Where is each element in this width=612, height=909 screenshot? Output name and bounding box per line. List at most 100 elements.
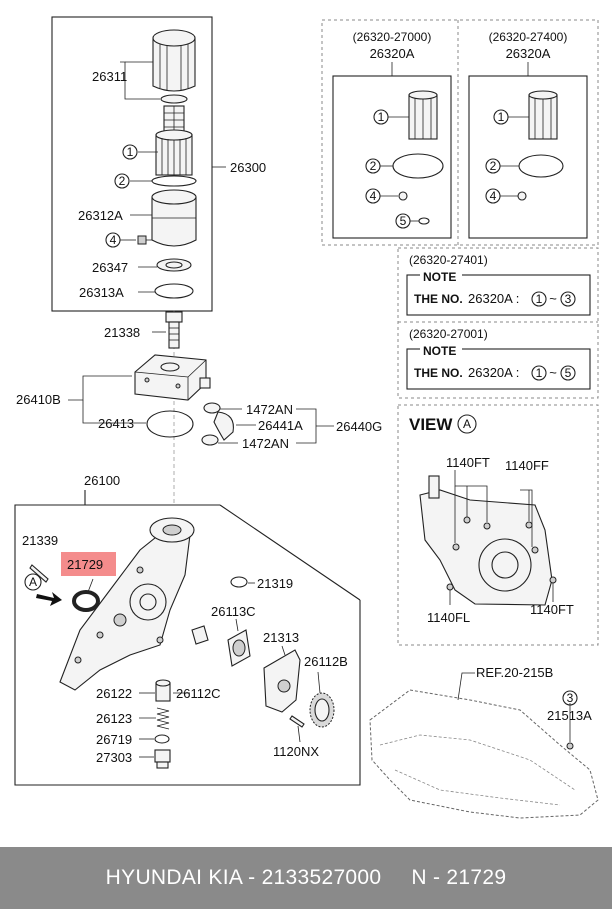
label-26113C-text: 26113C <box>211 604 256 619</box>
parts-diagram: 26311 26300 26312A 26347 26313A 1 2 4 (2… <box>14 16 599 819</box>
kit1-washer <box>398 191 408 201</box>
label-21338: 21338 <box>104 325 140 340</box>
label-26312A: 26312A <box>78 208 123 223</box>
kit2-oring <box>518 154 564 178</box>
gasket-26719 <box>154 734 170 744</box>
label-26300: 26300 <box>230 160 266 175</box>
label-26441A: 26441A <box>258 418 303 433</box>
svg-text:4: 4 <box>110 233 117 247</box>
kit2-washer <box>517 191 527 201</box>
note1-part: 26320A : <box>468 291 519 306</box>
kit1-code: (26320-27000) <box>353 30 432 44</box>
label-1140FT-top: 1140FT <box>446 455 490 470</box>
note2-to: 5 <box>565 366 572 380</box>
svg-text:A: A <box>29 575 37 589</box>
label-26410B: 26410B <box>16 392 61 407</box>
note2-from: 1 <box>536 366 543 380</box>
arrow-a-view: A <box>24 573 62 606</box>
svg-text:2: 2 <box>490 159 497 173</box>
oring-21319 <box>230 576 248 588</box>
pump-cover-view <box>419 475 557 606</box>
kit1-small-oring <box>418 217 430 225</box>
callout-1: 1 <box>122 144 138 160</box>
gear-26112B <box>309 692 335 728</box>
kit2-callout-4: 4 <box>485 188 501 204</box>
label-ref: REF.20-215B <box>476 665 553 680</box>
note2-frame <box>406 348 591 390</box>
plug-27303 <box>154 749 171 769</box>
seal-21729 <box>72 590 100 612</box>
kit1-callout-2: 2 <box>365 158 381 174</box>
label-1140FT-bottom: 1140FT <box>530 602 574 617</box>
note1-title: NOTE <box>423 270 456 284</box>
bolt-1120NX <box>289 715 305 728</box>
label-26112B: 26112B <box>304 654 348 669</box>
svg-text:1: 1 <box>378 110 385 124</box>
callout-4: 4 <box>105 232 121 248</box>
kit1-oring <box>392 153 444 179</box>
filter-housing-26312A <box>151 189 197 247</box>
label-26313A: 26313A <box>79 285 124 300</box>
pin-21339 <box>29 564 49 583</box>
label-1472AN-a: 1472AN <box>246 402 293 417</box>
footer-bar: HYUNDAI KIA - 2133527000 N - 21729 <box>0 847 612 909</box>
kit1-part: 26320A <box>370 46 415 61</box>
label-27303: 27303 <box>96 750 132 765</box>
svg-text:2: 2 <box>370 159 377 173</box>
view-circle: A <box>463 417 471 431</box>
label-1140FL: 1140FL <box>427 610 470 625</box>
view-title: VIEW <box>409 415 453 434</box>
oil-pan-ref: REF.20-215B 3 21513A <box>369 665 599 819</box>
note1-tilde: ~ <box>549 291 557 306</box>
cap-oring <box>160 94 188 104</box>
footer-text: HYUNDAI KIA - 2133527000 <box>105 866 382 889</box>
bolt-21338 <box>165 311 183 349</box>
plunger-26122 <box>155 679 171 702</box>
note1-to: 3 <box>565 292 572 306</box>
note2-part: 26320A : <box>468 365 519 380</box>
notes-section: (26320-27401) NOTE THE NO. 26320A : 1 ~ … <box>397 247 599 399</box>
kit1-callout-1: 1 <box>373 109 389 125</box>
pump-housing <box>59 517 195 691</box>
oil-filter-frame <box>51 16 213 312</box>
label-21729: 21729 <box>67 557 103 572</box>
plug-21513A <box>566 742 574 750</box>
svg-text:4: 4 <box>490 189 497 203</box>
svg-text:4: 4 <box>370 189 377 203</box>
kit1-frame <box>332 75 452 239</box>
kit2-frame <box>468 75 588 239</box>
note1-frame <box>406 274 591 316</box>
note2-title: NOTE <box>423 344 456 358</box>
kit-section: (26320-27000) 26320A 1 2 4 5 (26320-2740… <box>321 19 599 246</box>
kit2-code: (26320-27400) <box>489 30 568 44</box>
label-1472AN-b: 1472AN <box>242 436 289 451</box>
oring-26413 <box>146 410 194 438</box>
label-1120NX: 1120NX <box>273 744 319 759</box>
svg-text:2: 2 <box>119 174 126 188</box>
note2-tilde: ~ <box>549 365 557 380</box>
drain-bolt <box>137 235 152 245</box>
note2-code: (26320-27001) <box>409 327 488 341</box>
label-26347: 26347 <box>92 260 128 275</box>
oil-filter-group: 26311 26300 26312A 26347 26313A 1 2 4 <box>51 16 266 312</box>
label-26413: 26413 <box>98 416 134 431</box>
note1-code: (26320-27401) <box>409 253 488 267</box>
svg-text:3: 3 <box>567 691 574 705</box>
clip-26112C <box>191 625 209 645</box>
label-21319: 21319 <box>257 576 293 591</box>
filter-mesh <box>163 105 185 133</box>
label-1140FF: 1140FF <box>505 458 549 473</box>
kit2-element <box>528 90 558 140</box>
label-26719: 26719 <box>96 732 132 747</box>
callout-3: 3 <box>562 690 578 706</box>
rotor-26113C <box>227 629 251 667</box>
kit2-callout-1: 1 <box>493 109 509 125</box>
filter-element <box>155 129 193 176</box>
cooler-26410B <box>134 354 211 401</box>
label-21313: 21313 <box>263 630 299 645</box>
kit2-part: 26320A <box>506 46 551 61</box>
filter-cap-26311 <box>152 29 196 92</box>
note2-prefix: THE NO. <box>414 366 463 380</box>
hose-26441A <box>201 402 234 446</box>
label-26311: 26311 <box>92 69 127 84</box>
